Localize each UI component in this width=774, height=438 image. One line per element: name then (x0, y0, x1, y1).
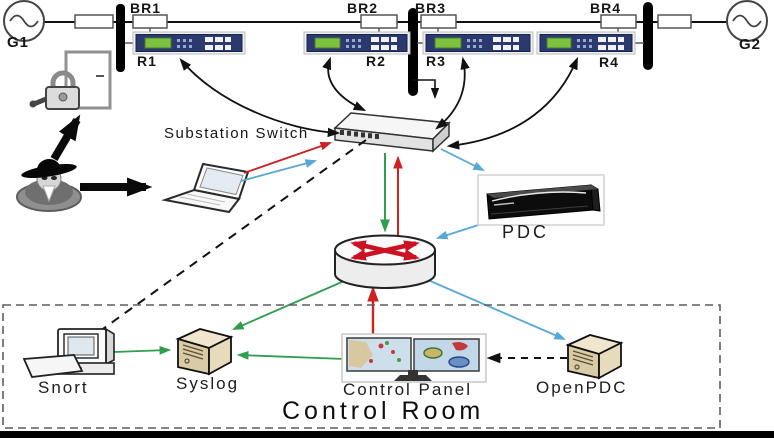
g2-label: G2 (739, 36, 762, 53)
br4-label: BR4 (590, 0, 622, 16)
attack-link-red (243, 141, 333, 174)
control-panel-icon (341, 333, 487, 383)
g1-label: G1 (7, 34, 30, 51)
syslog-label: Syslog (176, 374, 240, 393)
bottom-rule (0, 431, 774, 438)
relay-icon-r2 (303, 31, 411, 55)
openpdc-server-icon (565, 334, 624, 380)
relay-icon-r1 (132, 31, 246, 55)
control-panel-label: Control Panel (343, 380, 473, 399)
link-router-to-openpdc-blue (420, 276, 567, 340)
syslog-server-icon (175, 328, 234, 376)
switch-relay-links (179, 56, 578, 150)
switch-icon (333, 112, 451, 153)
r1-label: R1 (137, 53, 157, 69)
r3-label: R3 (426, 53, 446, 69)
control-room-label: Control Room (282, 397, 485, 425)
attack-link-blue (240, 159, 318, 182)
pdc-label: PDC (502, 222, 550, 242)
substation-switch-label: Substation Switch (164, 125, 309, 142)
link-router-to-syslog-green (231, 277, 352, 330)
span-port-tap-dashed (99, 139, 367, 332)
br3-label: BR3 (415, 0, 447, 16)
bus-bars (116, 2, 653, 96)
relay-icon-r3 (422, 31, 534, 55)
link-panel-to-syslog-green (236, 350, 345, 360)
br2-label: BR2 (347, 0, 379, 16)
openpdc-label: OpenPDC (536, 378, 628, 397)
router-icon (334, 234, 436, 289)
r4-label: R4 (599, 54, 619, 70)
snort-label: Snort (38, 378, 89, 397)
attacker-icon (16, 159, 82, 212)
laptop-icon (161, 162, 250, 214)
attack-arrow-physical (50, 114, 81, 162)
bus-tap-arrow (413, 79, 440, 100)
link-snort-to-syslog-green (113, 345, 172, 355)
padlock-icon (29, 70, 80, 110)
pdc-icon (477, 174, 605, 226)
link-switch-to-pdc-blue (440, 148, 485, 171)
generator-icon-g2 (726, 0, 768, 42)
control-room-boundary (2, 304, 721, 429)
br1-label: BR1 (130, 0, 162, 16)
snort-computer-icon (22, 327, 115, 378)
r2-label: R2 (366, 53, 386, 69)
generator-icon-g1 (3, 0, 45, 42)
relay-icon-r4 (536, 31, 636, 55)
